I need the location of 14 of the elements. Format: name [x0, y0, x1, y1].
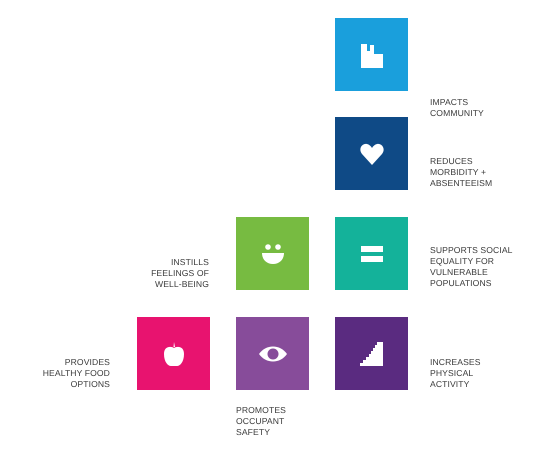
caption-text: PROVIDES HEALTHY FOOD OPTIONS — [42, 357, 110, 390]
color-tile — [335, 317, 408, 390]
caption-text: REDUCES MORBIDITY + ABSENTEEISM — [430, 156, 494, 189]
caption-text: SUPPORTS SOCIAL EQUALITY FOR VULNERABLE POPULATIONS — [430, 245, 514, 289]
color-tile — [137, 317, 210, 390]
caption-text: INCREASES PHYSICAL ACTIVITY — [430, 357, 482, 390]
color-tile — [335, 117, 408, 190]
color-tile — [236, 317, 309, 390]
caption-text: PROMOTES OCCUPANT SAFETY — [236, 405, 287, 438]
caption-text: INSTILLS FEELINGS OF WELL-BEING — [150, 257, 209, 290]
color-tile — [236, 217, 309, 290]
caption-text: IMPACTS COMMUNITY — [430, 97, 485, 119]
color-tile — [335, 18, 408, 91]
color-tile — [335, 217, 408, 290]
